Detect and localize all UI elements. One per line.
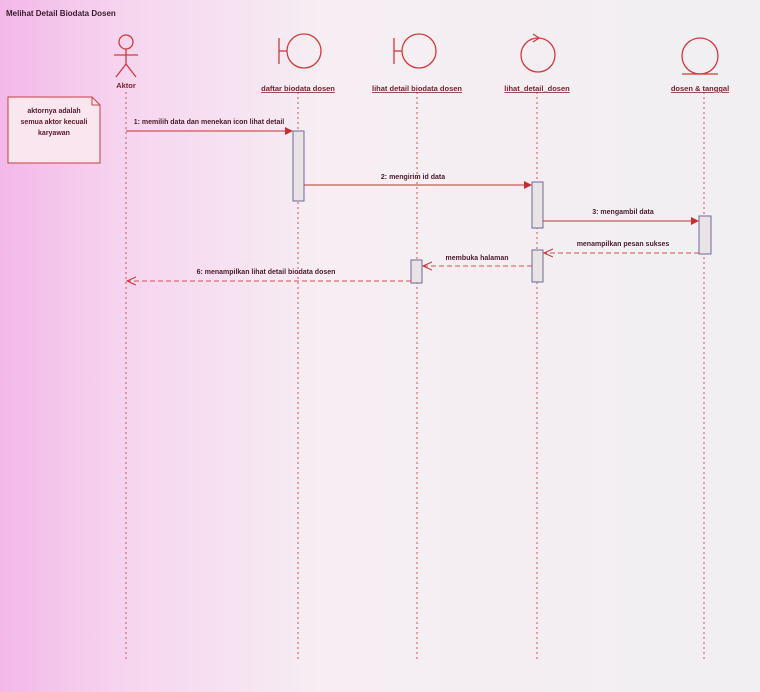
note-line-3: karyawan: [38, 130, 70, 137]
message-label: 3: mengambil data: [592, 209, 654, 216]
activation-bar: [410, 259, 423, 284]
message-return-1: menampilkan pesan sukses: [544, 241, 699, 253]
message-return-2: membuka halaman: [423, 255, 532, 266]
message-label: 6: menampilkan lihat detail biodata dose…: [197, 269, 336, 276]
activation-bar: [531, 181, 544, 229]
participant-label-lihat-detail: lihat detail biodata dosen: [372, 84, 462, 93]
actor-icon: [114, 34, 138, 78]
message-return-3: 6: menampilkan lihat detail biodata dose…: [127, 269, 411, 281]
note-line-2: semua aktor kecuali: [21, 119, 88, 126]
boundary-icon: [393, 33, 437, 69]
message-3: 3: mengambil data: [543, 209, 699, 225]
message-2: 2: mengirim id data: [304, 174, 532, 189]
activation-bar: [292, 130, 305, 202]
participant-label-entity: dosen & tanggal: [671, 84, 729, 93]
message-1: 1: memilih data dan menekan icon lihat d…: [126, 119, 293, 135]
activation-bar: [698, 215, 712, 255]
message-label: menampilkan pesan sukses: [577, 241, 670, 248]
note-box: aktornya adalah semua aktor kecuali kary…: [7, 96, 101, 164]
message-label: membuka halaman: [445, 255, 508, 262]
diagram-title: Melihat Detail Biodata Dosen: [6, 9, 116, 18]
entity-icon: [681, 37, 719, 75]
participant-label-control: lihat_detail_dosen: [504, 84, 570, 93]
note-line-1: aktornya adalah: [27, 108, 80, 115]
boundary-icon: [278, 33, 322, 69]
message-label: 1: memilih data dan menekan icon lihat d…: [134, 119, 285, 126]
activation-bar: [531, 249, 544, 283]
message-label: 2: mengirim id data: [381, 174, 445, 181]
participant-label-actor: Aktor: [116, 81, 136, 90]
participant-label-daftar: daftar biodata dosen: [261, 84, 335, 93]
control-icon: [520, 33, 556, 73]
